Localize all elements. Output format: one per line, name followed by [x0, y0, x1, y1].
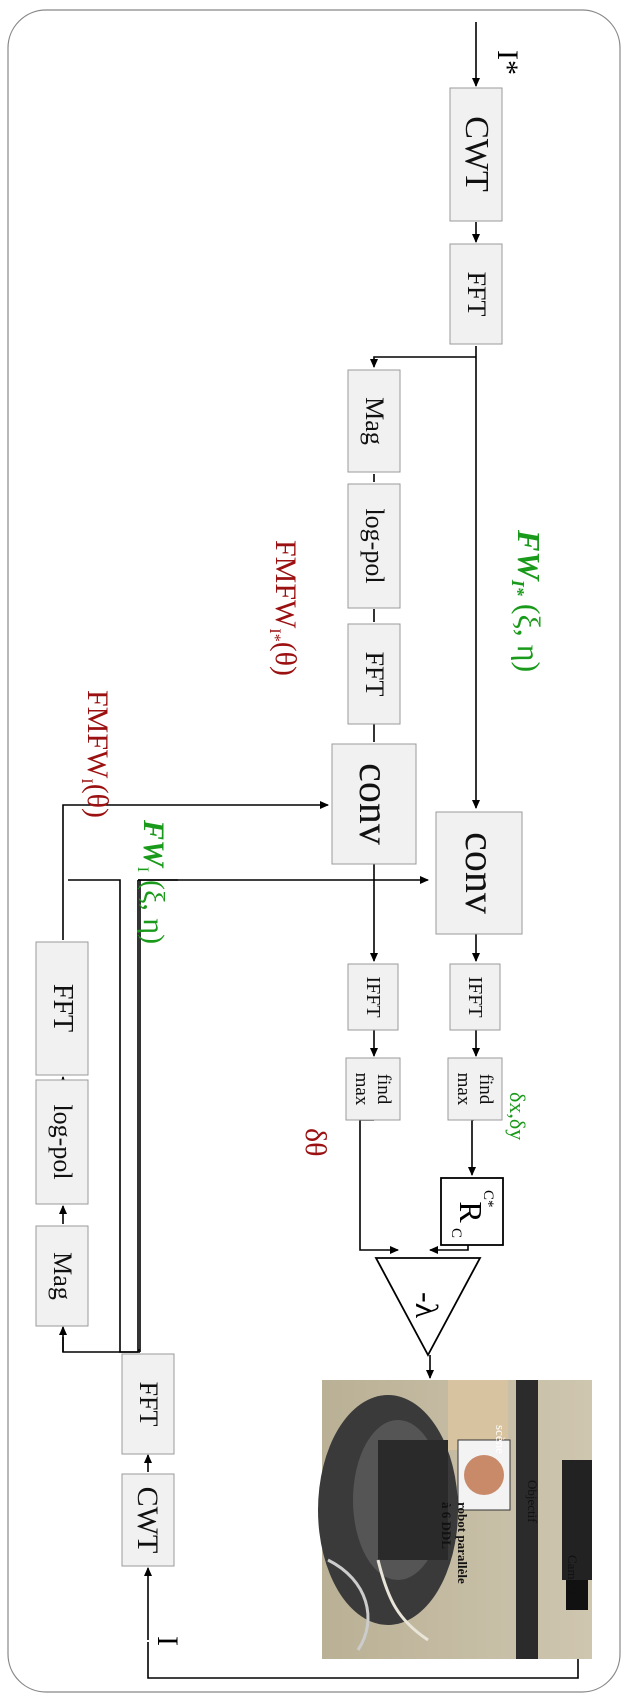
svg-text:find: find — [373, 1074, 394, 1105]
block-mag-ref: Mag — [348, 370, 400, 472]
svg-text:FFT: FFT — [134, 1382, 163, 1427]
svg-text:C*: C* — [480, 1190, 496, 1208]
svg-text:I*: I* — [491, 50, 524, 75]
label-dtheta: δθ — [299, 1128, 332, 1157]
svg-text:C: C — [448, 1228, 464, 1238]
svg-text:δx,δy: δx,δy — [505, 1092, 530, 1140]
label-input-cur: I — [151, 1636, 184, 1646]
block-gain: -λ — [376, 1258, 480, 1355]
svg-text:I: I — [151, 1636, 184, 1646]
block-logpol-ref: log-pol — [348, 484, 400, 608]
block-ifft-translation: IFFT — [450, 964, 500, 1030]
svg-text:Mag: Mag — [360, 397, 389, 445]
block-fft-ref-2: FFT — [348, 624, 400, 724]
label-fw-cur: FWI(ξ, η) — [134, 819, 170, 944]
block-fft-cur-left: FFT — [36, 942, 88, 1075]
label-fmfw-ref: FMFWI*(θ) — [266, 540, 302, 676]
svg-text:robot parallèle: robot parallèle — [455, 1502, 470, 1584]
block-findmax-translation: find max — [448, 1058, 502, 1120]
svg-text:FMFWI*(θ): FMFWI*(θ) — [266, 540, 302, 676]
block-fft-cur: FFT — [122, 1354, 174, 1454]
svg-text:log-pol: log-pol — [360, 508, 389, 583]
svg-text:CWT: CWT — [458, 116, 495, 192]
svg-text:Objectif: Objectif — [525, 1480, 540, 1523]
svg-text:Caméra: Caméra — [565, 1555, 580, 1596]
svg-text:FMFWI(θ): FMFWI(θ) — [78, 690, 114, 818]
svg-text:conv: conv — [456, 832, 502, 914]
block-logpol-cur: log-pol — [36, 1080, 88, 1204]
label-fw-ref: FWI*(ξ, η) — [508, 529, 547, 672]
svg-text:Mag: Mag — [48, 1252, 77, 1300]
svg-text:CWT: CWT — [131, 1487, 164, 1554]
block-conv-translation: conv — [436, 812, 522, 934]
label-input-ref: I* — [491, 50, 524, 75]
block-rc: R C C* — [441, 1178, 503, 1245]
block-findmax-rotation: find max — [346, 1058, 400, 1120]
block-ifft-rotation: IFFT — [348, 964, 398, 1030]
svg-text:max: max — [351, 1073, 372, 1106]
svg-text:FWI(ξ, η): FWI(ξ, η) — [134, 819, 170, 944]
label-fmfw-cur: FMFWI(θ) — [78, 690, 114, 818]
block-cwt-ref: CWT — [450, 88, 502, 221]
block-cwt-cur: CWT — [122, 1474, 174, 1566]
block-mag-cur: Mag — [36, 1226, 88, 1326]
label-dxdy: δx,δy — [505, 1092, 530, 1140]
block-fft-ref: FFT — [450, 244, 502, 344]
svg-text:FWI*(ξ, η): FWI*(ξ, η) — [508, 529, 547, 672]
svg-text:scène: scène — [493, 1425, 508, 1454]
svg-text:FFT: FFT — [462, 272, 491, 317]
svg-text:log-pol: log-pol — [48, 1104, 77, 1179]
svg-text:IFFT: IFFT — [362, 976, 384, 1017]
svg-text:conv: conv — [350, 763, 396, 845]
svg-text:IFFT: IFFT — [464, 976, 486, 1017]
svg-text:FFT: FFT — [47, 984, 78, 1032]
block-conv-rotation: conv — [332, 744, 416, 864]
robot-photo: Caméra Objectif scène robot parallèle à … — [318, 1380, 592, 1659]
svg-text:find: find — [475, 1074, 496, 1105]
svg-text:-λ: -λ — [409, 1292, 445, 1319]
svg-text:à 6 DDL: à 6 DDL — [439, 1502, 454, 1549]
svg-text:FFT: FFT — [360, 652, 389, 697]
svg-text:max: max — [453, 1073, 474, 1106]
svg-text:δθ: δθ — [299, 1128, 332, 1157]
